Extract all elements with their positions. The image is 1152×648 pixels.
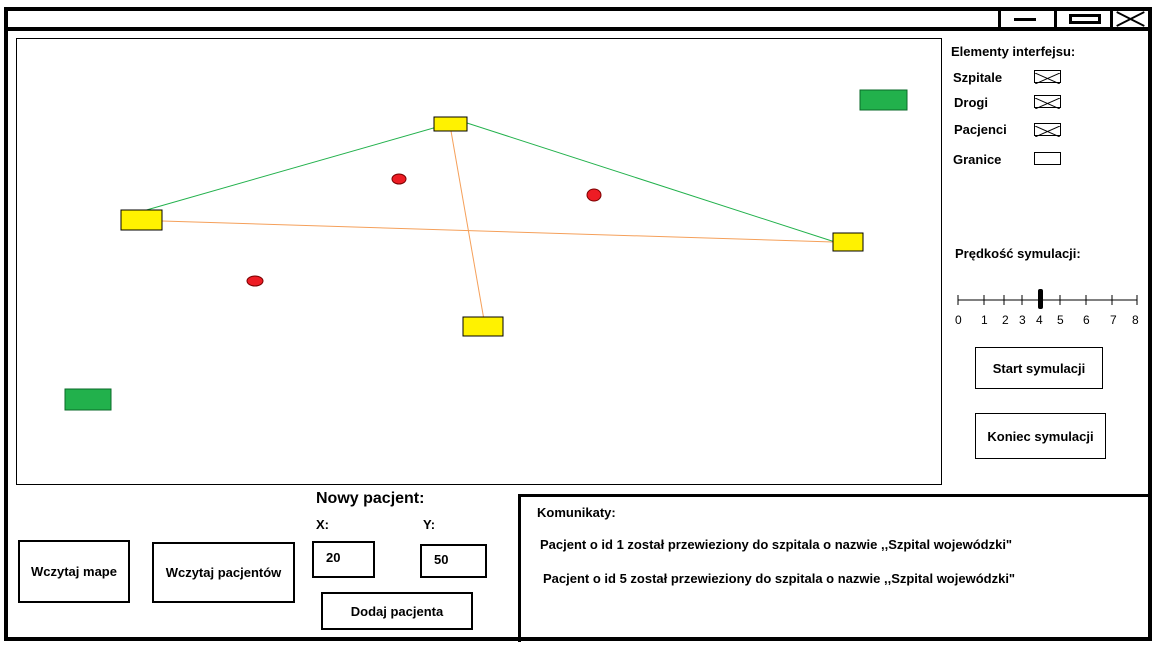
speed-title: Prędkość symulacji: [955, 246, 1081, 261]
patient-marker[interactable] [586, 188, 602, 202]
speed-slider[interactable]: 0 1 2 3 4 5 6 7 8 [955, 287, 1139, 327]
speed-tick: 1 [981, 313, 988, 327]
speed-tick: 5 [1057, 313, 1064, 327]
speed-tick: 0 [955, 313, 962, 327]
legend-label-patients: Pacjenci [954, 122, 1007, 137]
maximize-button[interactable] [1054, 11, 1110, 27]
checkbox-patients[interactable] [1034, 123, 1061, 138]
legend-title: Elementy interfejsu: [951, 44, 1076, 59]
messages-panel-border [518, 494, 521, 642]
hospital-marker[interactable] [433, 116, 468, 132]
stop-simulation-button[interactable]: Koniec symulacji [975, 413, 1106, 459]
border-area [64, 388, 112, 411]
message-item: Pacjent o id 1 został przewieziony do sz… [540, 537, 1013, 552]
messages-title: Komunikaty: [537, 505, 616, 520]
minimize-button[interactable] [998, 11, 1054, 27]
map-canvas[interactable] [16, 38, 942, 485]
checkbox-roads[interactable] [1034, 95, 1061, 110]
speed-tick: 7 [1110, 313, 1117, 327]
hospital-marker[interactable] [832, 232, 864, 252]
map-svg [64, 89, 908, 411]
minimize-icon [1014, 18, 1036, 21]
close-button[interactable] [1110, 11, 1148, 27]
load-patients-button[interactable]: Wczytaj pacjentów [152, 542, 295, 603]
x-coordinate-input[interactable]: 20 [312, 541, 375, 578]
checkbox-check-icon [1034, 125, 1061, 138]
checkbox-check-icon [1034, 97, 1061, 110]
patient-marker[interactable] [246, 275, 264, 287]
messages-panel-border [518, 494, 1151, 497]
speed-tick: 2 [1002, 313, 1009, 327]
checkbox-check-icon [1034, 72, 1061, 85]
close-icon [1116, 11, 1145, 27]
new-patient-title: Nowy pacjent: [316, 490, 425, 507]
add-patient-button[interactable]: Dodaj pacjenta [321, 592, 473, 630]
message-item: Pacjent o id 5 został przewieziony do sz… [543, 571, 1016, 586]
load-map-button[interactable]: Wczytaj mape [18, 540, 130, 603]
speed-tick: 3 [1019, 313, 1026, 327]
y-coordinate-input[interactable]: 50 [420, 544, 487, 578]
slider-track [957, 289, 1138, 309]
legend-label-borders: Granice [953, 152, 1002, 167]
start-simulation-button[interactable]: Start symulacji [975, 347, 1103, 389]
road [466, 122, 836, 243]
checkbox-hospitals[interactable] [1034, 70, 1061, 85]
speed-tick: 8 [1132, 313, 1139, 327]
border-area [859, 89, 908, 111]
slider-thumb[interactable] [1038, 289, 1043, 309]
road [161, 220, 834, 243]
road [450, 130, 485, 321]
title-bar [8, 11, 1148, 31]
patient-marker[interactable] [391, 173, 407, 185]
y-label: Y: [423, 517, 436, 532]
maximize-icon [1069, 14, 1101, 24]
checkbox-borders[interactable] [1034, 152, 1061, 165]
legend-label-hospitals: Szpitale [953, 70, 1003, 85]
legend-label-roads: Drogi [954, 95, 988, 110]
road [142, 122, 452, 212]
speed-tick: 4 [1036, 313, 1043, 327]
speed-tick: 6 [1083, 313, 1090, 327]
x-label: X: [316, 517, 329, 532]
hospital-marker[interactable] [120, 209, 163, 231]
hospital-marker[interactable] [462, 316, 504, 337]
